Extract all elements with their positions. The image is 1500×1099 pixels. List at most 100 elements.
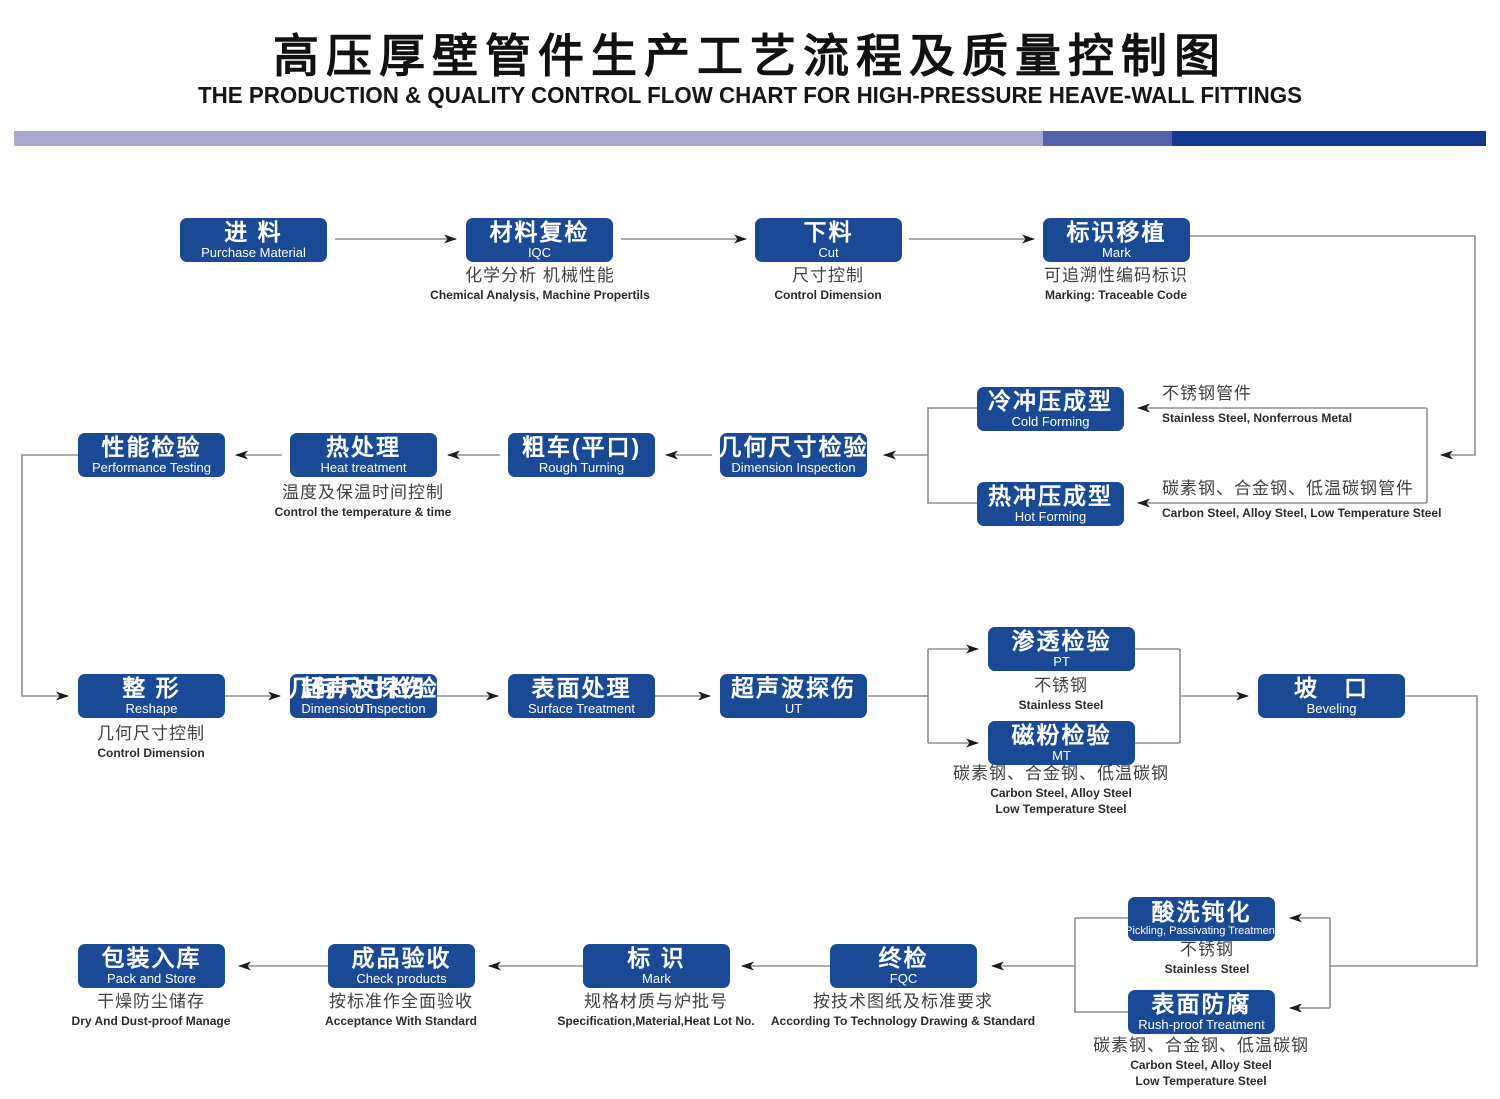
note-zh: 碳素钢、合金钢、低温碳钢管件	[1162, 479, 1414, 498]
node-heat-treatment: 热处理 Heat treatment	[290, 433, 437, 477]
note-en: Control Dimension	[97, 746, 205, 760]
node-surface-treatment: 表面处理 Surface Treatment	[508, 674, 655, 718]
note-cut: 尺寸控制 Control Dimension	[678, 266, 978, 302]
note-check-products: 按标准作全面验收 Acceptance With Standard	[251, 992, 551, 1028]
node-iqc: 材料复检 IQC	[466, 218, 613, 262]
node-hot-forming: 热冲压成型 Hot Forming	[977, 482, 1124, 526]
note-mark-label: 规格材质与炉批号 Specification,Material,Heat Lot…	[506, 992, 806, 1028]
node-label-zh: 渗透检验	[1011, 628, 1112, 654]
note-en: Marking: Traceable Code	[1044, 288, 1188, 302]
note-en: Carbon Steel, Alloy Steel	[990, 786, 1132, 800]
note-zh: 按技术图纸及标准要求	[813, 992, 993, 1011]
node-label-zh: 冷冲压成型	[988, 388, 1113, 414]
node-label-en: Heat treatment	[320, 460, 407, 475]
node-mt: 磁粉检验 MT	[988, 721, 1135, 765]
note-en: Acceptance With Standard	[325, 1014, 477, 1028]
node-dimension-inspection-1: 几何尺寸检验 Dimension Inspection	[718, 433, 869, 477]
node-label-en: Pickling, Passivating Treatment	[1125, 925, 1278, 937]
node-label-zh: 超声波探伤	[301, 675, 426, 701]
node-label-en: PT	[1053, 654, 1070, 669]
node-label-zh: 包装入库	[101, 945, 202, 971]
node-label-en: UT	[354, 701, 373, 716]
note-en: According To Technology Drawing & Standa…	[770, 1014, 1036, 1028]
note-zh: 干燥防尘储存	[97, 992, 205, 1011]
node-pickling: 酸洗钝化 Pickling, Passivating Treatment	[1125, 897, 1278, 941]
node-label-zh: 热冲压成型	[988, 483, 1113, 509]
node-label-zh: 标识移植	[1066, 219, 1167, 245]
node-label-en: Dimension Inspection	[301, 701, 426, 716]
note-zh: 碳素钢、合金钢、低温碳钢	[1093, 1036, 1309, 1055]
note-mark-transfer: 可追溯性编码标识 Marking: Traceable Code	[966, 266, 1266, 302]
overlap-layer-base: 几何尺寸检验 Dimension Inspection	[289, 674, 437, 718]
node-label-zh: 坡 口	[1294, 675, 1369, 701]
node-label-en: Check products	[356, 971, 447, 986]
node-label-en: Dimension Inspection	[731, 460, 856, 475]
note-zh: 规格材质与炉批号	[584, 992, 728, 1011]
node-label-zh: 进 料	[224, 219, 283, 245]
node-performance-testing: 性能检验 Performance Testing	[78, 433, 225, 477]
note-reshape: 几何尺寸控制 Control Dimension	[1, 724, 301, 760]
node-label-zh: 性能检验	[101, 434, 202, 460]
node-label-zh: 几何尺寸检验	[718, 434, 869, 460]
note-en: Stainless Steel	[1164, 962, 1250, 976]
node-pt: 渗透检验 PT	[988, 627, 1135, 671]
note-en: Dry And Dust-proof Manage	[71, 1014, 231, 1028]
note-zh: 尺寸控制	[792, 266, 864, 285]
node-label-zh: 表面处理	[531, 675, 632, 701]
node-label-en: Performance Testing	[92, 460, 211, 475]
note-hot-forming: 碳素钢、合金钢、低温碳钢管件 Carbon Steel, Alloy Steel…	[1162, 478, 1441, 520]
node-label-en: MT	[1052, 748, 1071, 763]
node-label-en: Cold Forming	[1011, 414, 1090, 429]
note-zh: 不锈钢管件	[1162, 384, 1252, 403]
node-label-zh: 表面防腐	[1151, 991, 1252, 1017]
note-pt: 不锈钢 Stainless Steel	[911, 676, 1211, 712]
node-dimension-inspection-2-overlapped: 几何尺寸检验 Dimension Inspection 超声波探伤 UT	[289, 674, 437, 718]
node-label-en: Cut	[818, 245, 839, 260]
node-label-en: Mark	[642, 971, 671, 986]
node-label-zh: 终检	[878, 945, 929, 971]
flow-arrows	[21, 234, 1478, 1013]
overlap-layer-top: 超声波探伤 UT	[290, 674, 437, 718]
note-zh: 几何尺寸控制	[97, 724, 205, 743]
note-zh: 不锈钢	[1180, 940, 1234, 959]
node-check-products: 成品验收 Check products	[328, 944, 475, 988]
header-bar-mid	[1043, 131, 1172, 146]
node-cut: 下料 Cut	[755, 218, 902, 262]
node-label-zh: 粗车(平口)	[521, 434, 642, 460]
node-label-en: Beveling	[1306, 701, 1357, 716]
node-label-zh: 酸洗钝化	[1151, 899, 1252, 925]
note-en: Stainless Steel	[1018, 698, 1104, 712]
node-label-en: Mark	[1102, 245, 1131, 260]
node-label-zh: 超声波探伤	[731, 675, 856, 701]
note-pickling: 不锈钢 Stainless Steel	[1057, 940, 1357, 976]
note-en: Stainless Steel, Nonferrous Metal	[1162, 411, 1353, 425]
note-cold-forming: 不锈钢管件 Stainless Steel, Nonferrous Metal	[1162, 383, 1352, 425]
node-label-zh: 整 形	[122, 675, 181, 701]
note-mt: 碳素钢、合金钢、低温碳钢 Carbon Steel, Alloy Steel L…	[911, 764, 1211, 816]
note-zh: 按标准作全面验收	[329, 992, 473, 1011]
node-rough-turning: 粗车(平口) Rough Turning	[508, 433, 655, 477]
note-zh: 不锈钢	[1034, 676, 1088, 695]
node-label-en: Surface Treatment	[528, 701, 635, 716]
note-en: Control the temperature & time	[274, 505, 452, 519]
note-zh: 碳素钢、合金钢、低温碳钢	[953, 764, 1169, 783]
note-en: Carbon Steel, Alloy Steel, Low Temperatu…	[1162, 506, 1442, 520]
page-title: 高压厚壁管件生产工艺流程及质量控制图	[273, 30, 1227, 82]
header-bar-light	[14, 131, 1043, 146]
node-pack-store: 包装入库 Pack and Store	[78, 944, 225, 988]
note-en: Specification,Material,Heat Lot No.	[557, 1014, 755, 1028]
note-zh: 可追溯性编码标识	[1044, 266, 1188, 285]
node-purchase-material: 进 料 Purchase Material	[180, 218, 327, 262]
node-beveling: 坡 口 Beveling	[1258, 674, 1405, 718]
node-reshape: 整 形 Reshape	[78, 674, 225, 718]
node-cold-forming: 冷冲压成型 Cold Forming	[977, 387, 1124, 431]
node-label-zh: 热处理	[326, 434, 401, 460]
node-label-en: Pack and Store	[107, 971, 196, 986]
note-en: Control Dimension	[774, 288, 882, 302]
note-zh: 化学分析 机械性能	[465, 266, 615, 285]
node-label-zh: 标 识	[627, 945, 686, 971]
node-mark-label: 标 识 Mark	[583, 944, 730, 988]
node-ut: 超声波探伤 UT	[720, 674, 867, 718]
node-label-en: Reshape	[125, 701, 178, 716]
